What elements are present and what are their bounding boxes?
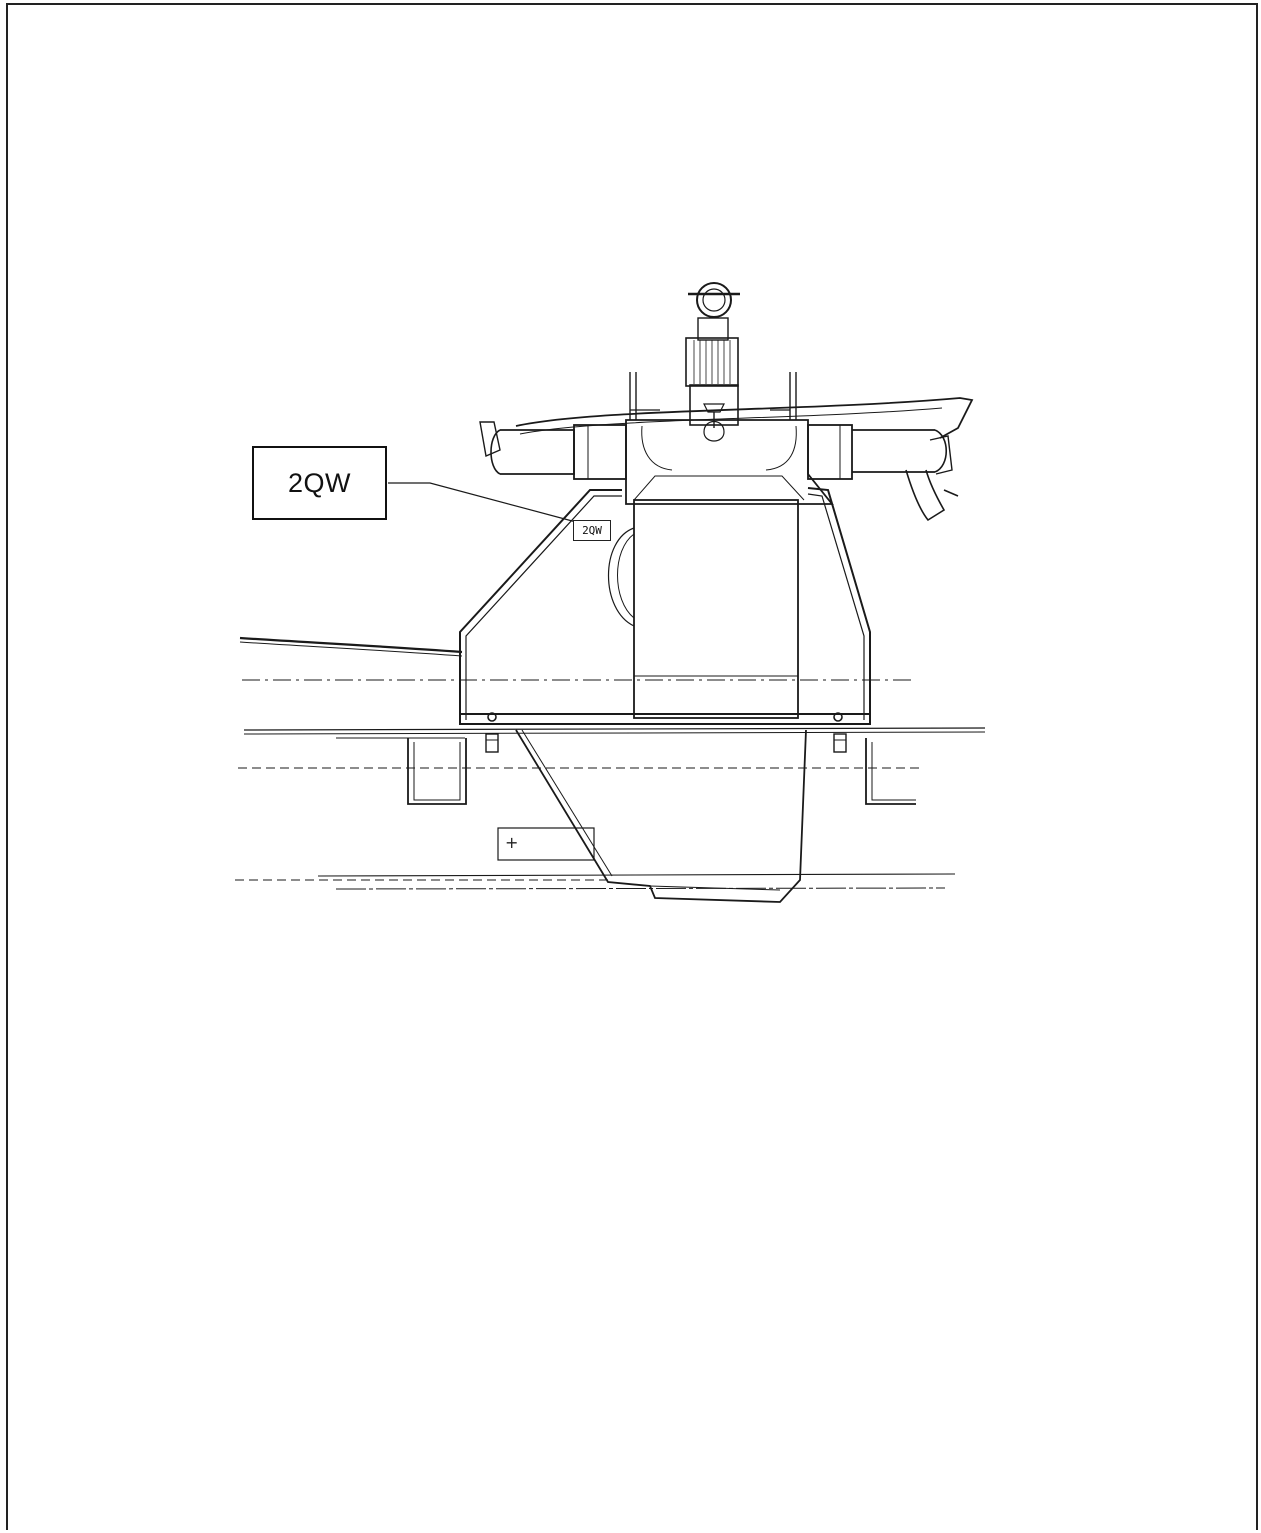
bracket-left — [459, 489, 622, 720]
bottom-line-1 — [317, 873, 956, 877]
cable-left — [239, 636, 463, 654]
central-column — [633, 499, 799, 719]
deck-line-top-2 — [243, 731, 986, 735]
bracket-right — [807, 487, 871, 720]
callout-label: 2QW — [287, 467, 351, 498]
transducer-body — [515, 729, 807, 903]
reference-box — [497, 827, 595, 861]
deck-cutout-left — [407, 738, 467, 805]
pipe-right — [852, 429, 935, 473]
pipe-left — [500, 429, 575, 475]
head-housing — [625, 419, 834, 505]
part-tag-label: 2QW — [582, 524, 602, 537]
sheet-border — [6, 3, 1258, 1530]
deck-line-top — [243, 727, 986, 731]
leader-line — [388, 482, 577, 523]
part-tag: 2QW — [573, 520, 611, 541]
callout-box: 2QW — [252, 446, 387, 520]
base-plate — [459, 713, 871, 725]
reference-mark: + — [505, 833, 519, 852]
connector-ring — [696, 282, 732, 318]
bottom-line-2 — [335, 887, 946, 890]
deck-cutout-right — [865, 738, 916, 805]
hose-right — [515, 397, 974, 439]
